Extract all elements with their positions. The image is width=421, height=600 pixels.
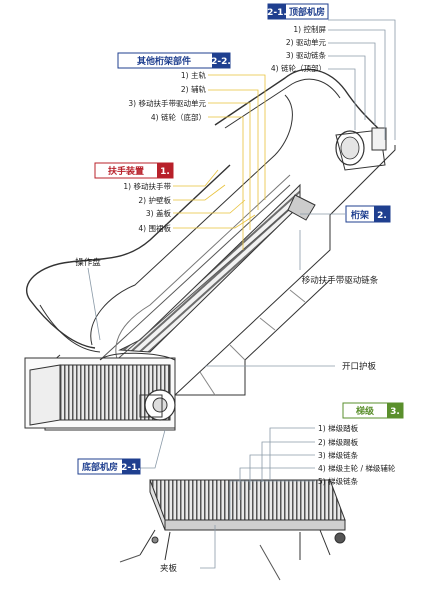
group-handrail: 1. 扶手装置 1) 移动扶手带 2) 护壁板 3) 盖板 4) 围裙板: [94, 162, 174, 233]
group-item: 4) 链轮（顶部）: [271, 63, 326, 73]
top-drive-unit: [287, 127, 387, 221]
group-item: 2) 辅轨: [181, 84, 207, 94]
group-title: 扶手装置: [108, 165, 144, 177]
group-item: 2) 护壁板: [138, 195, 171, 205]
group-number: 2-1.: [267, 8, 287, 18]
group-truss: 2. 桁架: [345, 205, 391, 223]
handrail-upper: [214, 68, 386, 136]
handrail-chain-label: 移动扶手带驱动链条: [302, 275, 379, 286]
leader-lines: [87, 19, 396, 569]
group-item: 5) 梯级链条: [318, 476, 359, 486]
group-title: 顶部机房: [289, 6, 325, 18]
group-number-badge: [157, 163, 173, 178]
group-item: 1) 梯级踏板: [318, 423, 359, 433]
comb-plate-label: 夹板: [160, 563, 178, 574]
group-title: 其他桁架部件: [137, 55, 191, 67]
group-number: 2-2.: [211, 57, 231, 67]
group-number-badge: [374, 206, 390, 222]
group-number-badge: [268, 4, 286, 19]
group-item: 1) 控制屏: [293, 24, 326, 34]
step-module: [119, 479, 346, 581]
group-item: 3) 梯级链条: [318, 450, 359, 460]
group-title: 底部机房: [82, 461, 118, 473]
group-steps: 3. 梯级 1) 梯级踏板 2) 梯级踢板 3) 梯级链条 4) 梯级主轮 / …: [318, 402, 404, 486]
opening-guard-label: 开口护板: [342, 361, 377, 372]
group-item: 3) 盖板: [146, 208, 172, 218]
operation-panel-label: 操作盘: [75, 257, 101, 268]
group-item: 3) 移动扶手带驱动单元: [128, 98, 206, 108]
group-number: 2-1.: [121, 463, 141, 473]
group-top-machine-room: 2-1. 顶部机房 1) 控制屏 2) 驱动单元 3) 驱动链条 4) 链轮（顶…: [267, 3, 329, 73]
group-bottom-machine-room: 2-1. 底部机房: [77, 458, 141, 475]
group-number-badge: [212, 53, 230, 68]
group-number: 1.: [160, 167, 170, 177]
group-number: 3.: [390, 407, 400, 417]
group-item: 4) 链轮（底部）: [151, 112, 206, 122]
group-item: 1) 主轨: [181, 70, 207, 80]
escalator-illustration: [24, 68, 396, 581]
group-item: 2) 梯级踢板: [318, 437, 359, 447]
group-item: 4) 围裙板: [138, 223, 171, 233]
group-number: 2.: [377, 211, 387, 221]
group-other-truss: 2-2. 其他桁架部件 1) 主轨 2) 辅轨 3) 移动扶手带驱动单元 4) …: [117, 52, 231, 122]
group-item: 3) 驱动链条: [286, 50, 327, 60]
group-number-badge: [122, 459, 140, 474]
group-item: 1) 移动扶手带: [123, 181, 171, 191]
group-title: 梯级: [356, 405, 375, 417]
group-title: 桁架: [351, 209, 369, 221]
group-item: 2) 驱动单元: [286, 37, 327, 47]
bottom-machine-room: [24, 352, 176, 429]
handrail-lower: [26, 164, 231, 349]
group-number-badge: [387, 403, 403, 418]
group-item: 4) 梯级主轮 / 梯级辅轮: [318, 463, 396, 473]
